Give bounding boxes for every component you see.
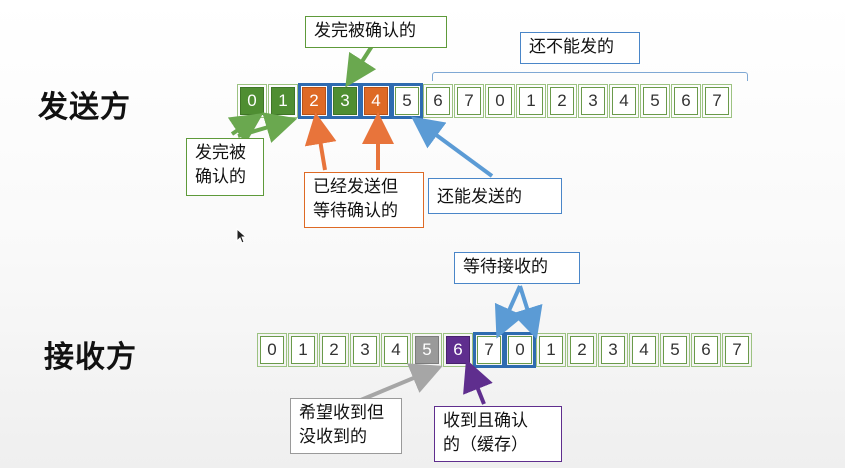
arrow-can-send	[411, 116, 494, 178]
callout-expected-not-received: 希望收到但 没收到的	[290, 398, 402, 454]
sender-seq-cell: 4	[609, 84, 639, 118]
sender-seq-cell: 2	[298, 83, 330, 119]
receiver-seq-cell: 1	[536, 333, 566, 367]
arrow-waiting-receive-7	[494, 285, 525, 339]
receiver-seq-cell: 0	[257, 333, 287, 367]
callout-not-sendable: 还不能发的	[520, 32, 640, 64]
receiver-seq-cell: 5	[660, 333, 690, 367]
callout-sent-acked-top: 发完被确认的	[305, 16, 447, 48]
sender-seq-cell: 7	[702, 84, 732, 118]
callout-sent-acked-left: 发完被 确认的	[186, 138, 264, 196]
receiver-seq-cell: 6	[443, 333, 473, 367]
receiver-seq-cell: 5	[412, 333, 442, 367]
receiver-seq-cell: 1	[288, 333, 318, 367]
callout-sent-waiting: 已经发送但 等待确认的	[304, 172, 424, 228]
receiver-seq-cell: 4	[381, 333, 411, 367]
mouse-cursor-icon	[236, 228, 248, 244]
sender-seq-cell: 5	[391, 83, 423, 119]
arrow-expected	[355, 363, 443, 404]
arrow-waiting-receive-0	[511, 285, 543, 340]
sender-seq-cell: 6	[671, 84, 701, 118]
sender-seq-cell: 4	[360, 83, 392, 119]
callout-waiting-receive: 等待接收的	[454, 252, 580, 284]
sender-seq-cell: 1	[516, 84, 546, 118]
callout-can-send: 还能发送的	[428, 178, 562, 214]
receiver-label: 接收方	[44, 340, 137, 375]
receiver-seq-cell: 3	[598, 333, 628, 367]
sender-seq-cell: 1	[268, 84, 298, 118]
arrow-left-acked-0	[227, 113, 264, 145]
sender-sequence-row: 0 1 2 3 4 5 6 7 0 1 2 3 4 5 6 7	[237, 83, 736, 119]
receiver-seq-cell: 2	[319, 333, 349, 367]
arrow-top-acked	[345, 44, 377, 88]
sender-seq-cell: 3	[329, 83, 361, 119]
arrow-received	[463, 359, 493, 405]
sender-seq-cell: 3	[578, 84, 608, 118]
sender-seq-cell: 6	[423, 84, 453, 118]
sender-seq-cell: 7	[454, 84, 484, 118]
receiver-seq-cell: 7	[722, 333, 752, 367]
receiver-seq-cell: 6	[691, 333, 721, 367]
receiver-seq-cell: 3	[350, 333, 380, 367]
receiver-seq-cell: 4	[629, 333, 659, 367]
arrow-left-acked-1	[237, 112, 298, 143]
receiver-sequence-row: 0 1 2 3 4 5 6 7 0 1 2 3 4 5 6 7	[257, 332, 756, 368]
callout-received-buffered: 收到且确认 的（缓存）	[434, 406, 562, 462]
arrow-sent-waiting-2	[304, 112, 337, 171]
receiver-seq-cell: 2	[567, 333, 597, 367]
sender-seq-cell: 0	[485, 84, 515, 118]
sender-label: 发送方	[38, 90, 131, 125]
sender-seq-cell: 5	[640, 84, 670, 118]
sender-seq-cell: 2	[547, 84, 577, 118]
not-sendable-bracket	[432, 72, 748, 81]
